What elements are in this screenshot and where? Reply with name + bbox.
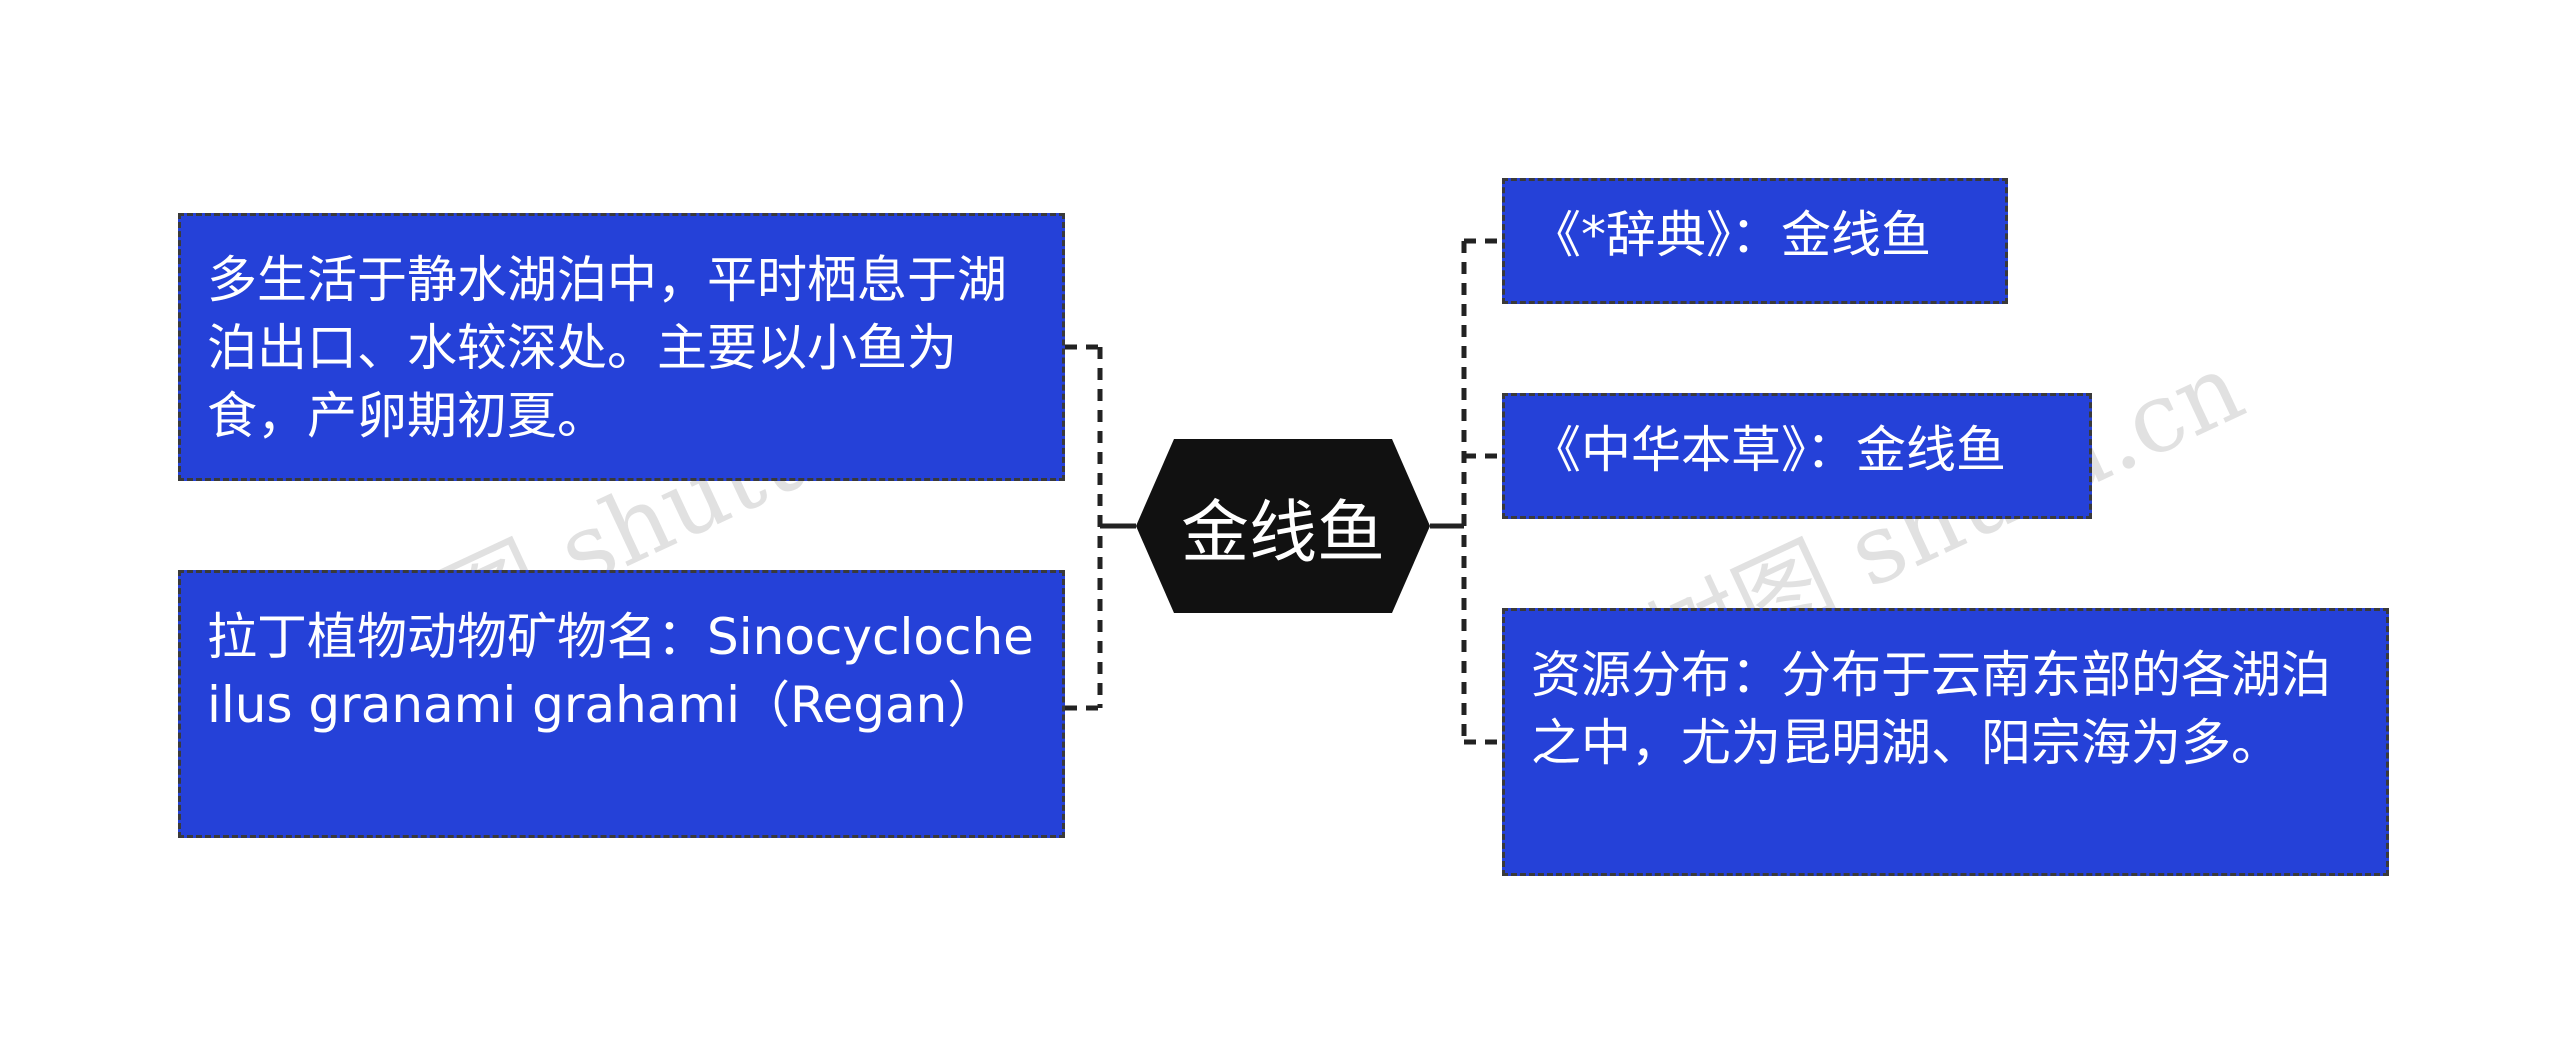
node-resource-distribution[interactable]: 资源分布：分布于云南东部的各湖泊之中，尤为昆明湖、阳宗海为多。 (1502, 608, 2389, 876)
central-topic[interactable]: 金线鱼 (1136, 439, 1430, 613)
node-cidian-text: 《*辞典》：金线鱼 (1531, 206, 1931, 264)
central-hexagon-shape (1136, 439, 1430, 613)
node-habitat[interactable]: 多生活于静水湖泊中，平时栖息于湖泊出口、水较深处。主要以小鱼为食，产卵期初夏。 (178, 213, 1065, 481)
node-habitat-text: 多生活于静水湖泊中，平时栖息于湖泊出口、水较深处。主要以小鱼为食，产卵期初夏。 (207, 251, 1007, 445)
central-topic-label: 金线鱼 (1180, 493, 1385, 573)
node-zhonghua-bencao[interactable]: 《中华本草》：金线鱼 (1502, 393, 2092, 519)
node-latin-name-text: 拉丁植物动物矿物名：Sinocyclocheilus granami graha… (207, 608, 1034, 734)
node-cidian[interactable]: 《*辞典》：金线鱼 (1502, 178, 2008, 304)
node-resource-distribution-text: 资源分布：分布于云南东部的各湖泊之中，尤为昆明湖、阳宗海为多。 (1531, 646, 2331, 772)
node-latin-name[interactable]: 拉丁植物动物矿物名：Sinocyclocheilus granami graha… (178, 570, 1065, 838)
node-zhonghua-bencao-text: 《中华本草》：金线鱼 (1531, 421, 2006, 479)
